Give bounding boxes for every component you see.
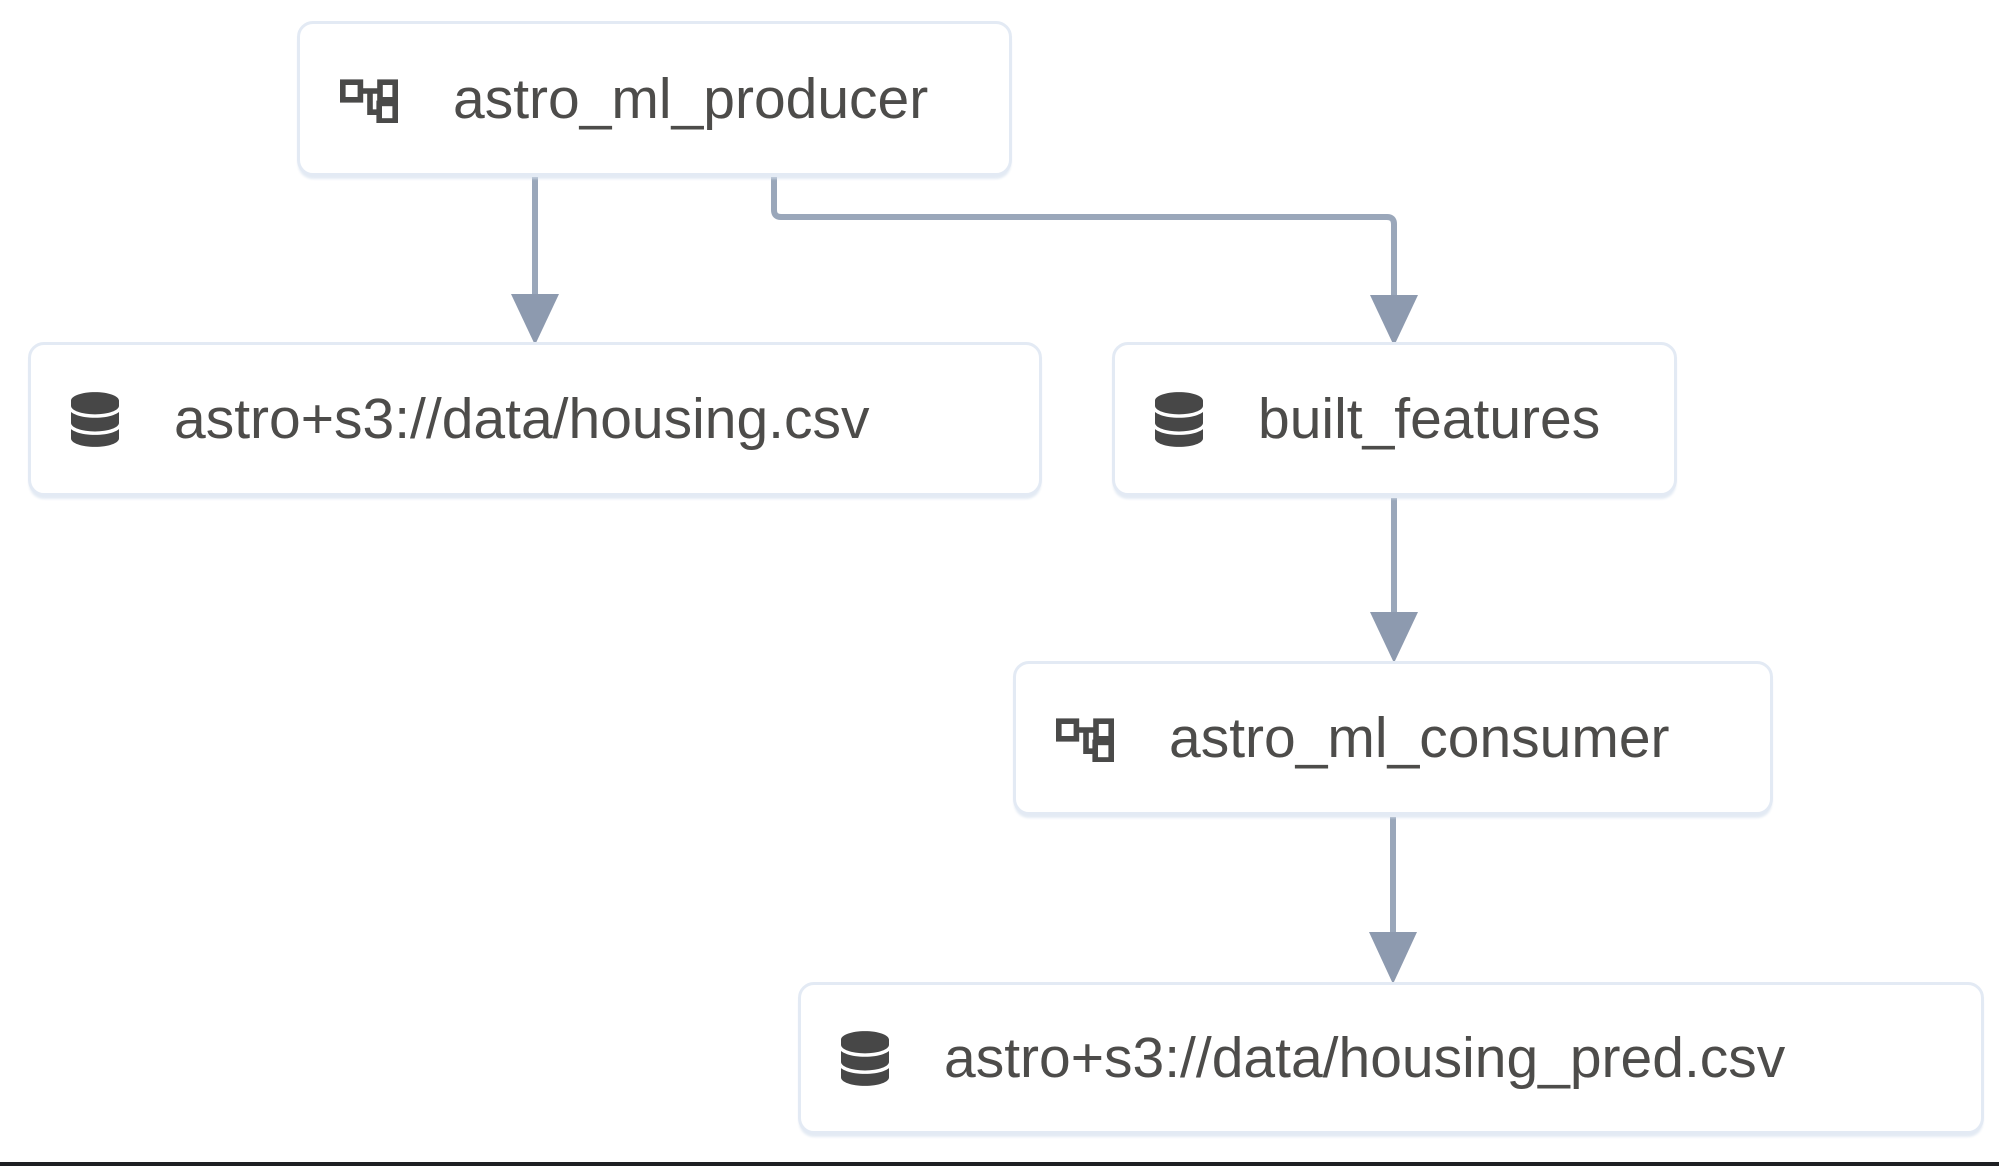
node-label: astro+s3://data/housing_pred.csv — [944, 1026, 1786, 1090]
edge-consumer-to-housing-pred-csv — [1369, 817, 1417, 984]
edge-producer-to-built-features — [771, 177, 1418, 346]
node-astro-ml-producer[interactable]: astro_ml_producer — [297, 21, 1012, 176]
node-astro-ml-consumer[interactable]: astro_ml_consumer — [1013, 661, 1773, 815]
edge-built-features-to-consumer — [1370, 498, 1418, 663]
dag-icon — [1056, 714, 1114, 762]
node-built-features[interactable]: built_features — [1112, 342, 1677, 496]
database-icon — [71, 391, 119, 447]
database-icon — [1155, 391, 1203, 447]
bottom-divider — [0, 1162, 1999, 1166]
node-label: astro_ml_producer — [453, 66, 929, 131]
node-label: built_features — [1258, 387, 1601, 451]
node-label: astro_ml_consumer — [1169, 706, 1670, 770]
edge-producer-to-housing-csv — [511, 177, 559, 345]
node-label: astro+s3://data/housing.csv — [174, 387, 870, 451]
node-housing-pred-csv[interactable]: astro+s3://data/housing_pred.csv — [798, 982, 1984, 1134]
database-icon — [841, 1030, 889, 1086]
node-housing-csv[interactable]: astro+s3://data/housing.csv — [28, 342, 1042, 496]
dag-icon — [340, 75, 398, 123]
